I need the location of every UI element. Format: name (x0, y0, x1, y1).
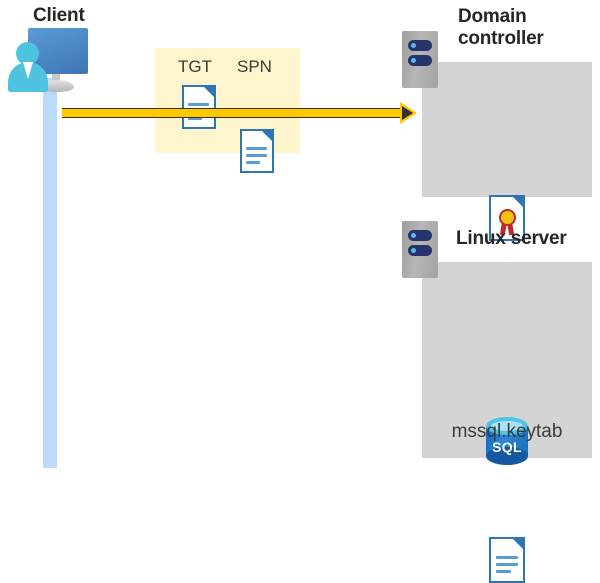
ticket-highlight-box (155, 48, 300, 153)
keytab-label: mssql.keytab (451, 421, 563, 442)
tgt-document-icon (182, 85, 216, 129)
domain-controller-panel (422, 62, 592, 197)
document-fold (202, 85, 216, 99)
server-led (411, 58, 416, 63)
certificate-fold (511, 195, 525, 209)
document-line (188, 117, 202, 120)
document-fold (260, 129, 274, 143)
certificate-medal (499, 209, 516, 226)
document-line (496, 563, 518, 566)
request-arrow-shaft (62, 108, 407, 118)
server-bar (408, 40, 432, 51)
sql-cylinder-bottom (486, 447, 528, 465)
client-title: Client (33, 5, 85, 26)
server-bar (408, 230, 432, 241)
diagram-canvas: Client TGT SPN Domain controller (8, 5, 592, 583)
document-line (496, 570, 511, 573)
spn-document-icon (240, 129, 274, 173)
document-line (246, 154, 267, 157)
monitor-base (40, 80, 74, 92)
keytab-document-icon (489, 537, 525, 583)
client-icon-group (8, 28, 94, 92)
domain-controller-server-icon (402, 31, 438, 88)
request-arrow-head-inner (402, 106, 413, 120)
sql-label: SQL (492, 439, 522, 455)
user-head (16, 42, 39, 65)
sql-database-icon: SQL (486, 417, 528, 465)
document-line (496, 556, 518, 559)
user-collar (23, 62, 33, 79)
ticket-label-spn: SPN (237, 57, 272, 76)
linux-server-icon (402, 221, 438, 278)
server-led (411, 43, 416, 48)
document-body (182, 85, 216, 129)
document-line (246, 161, 260, 164)
monitor-neck (52, 70, 60, 84)
server-bar (408, 55, 432, 66)
ticket-label-tgt: TGT (178, 57, 212, 76)
sql-cylinder-top (486, 417, 528, 435)
document-line (188, 103, 209, 106)
certificate-icon (489, 195, 525, 241)
sql-cylinder-top-inner (491, 421, 523, 431)
client-lifeline (43, 78, 57, 468)
document-line (246, 147, 267, 150)
server-led (411, 248, 416, 253)
document-fold (511, 537, 525, 551)
linux-server-title: Linux server (456, 228, 567, 249)
domain-controller-title: Domain controller (458, 6, 544, 49)
server-led (411, 233, 416, 238)
server-bar (408, 245, 432, 256)
